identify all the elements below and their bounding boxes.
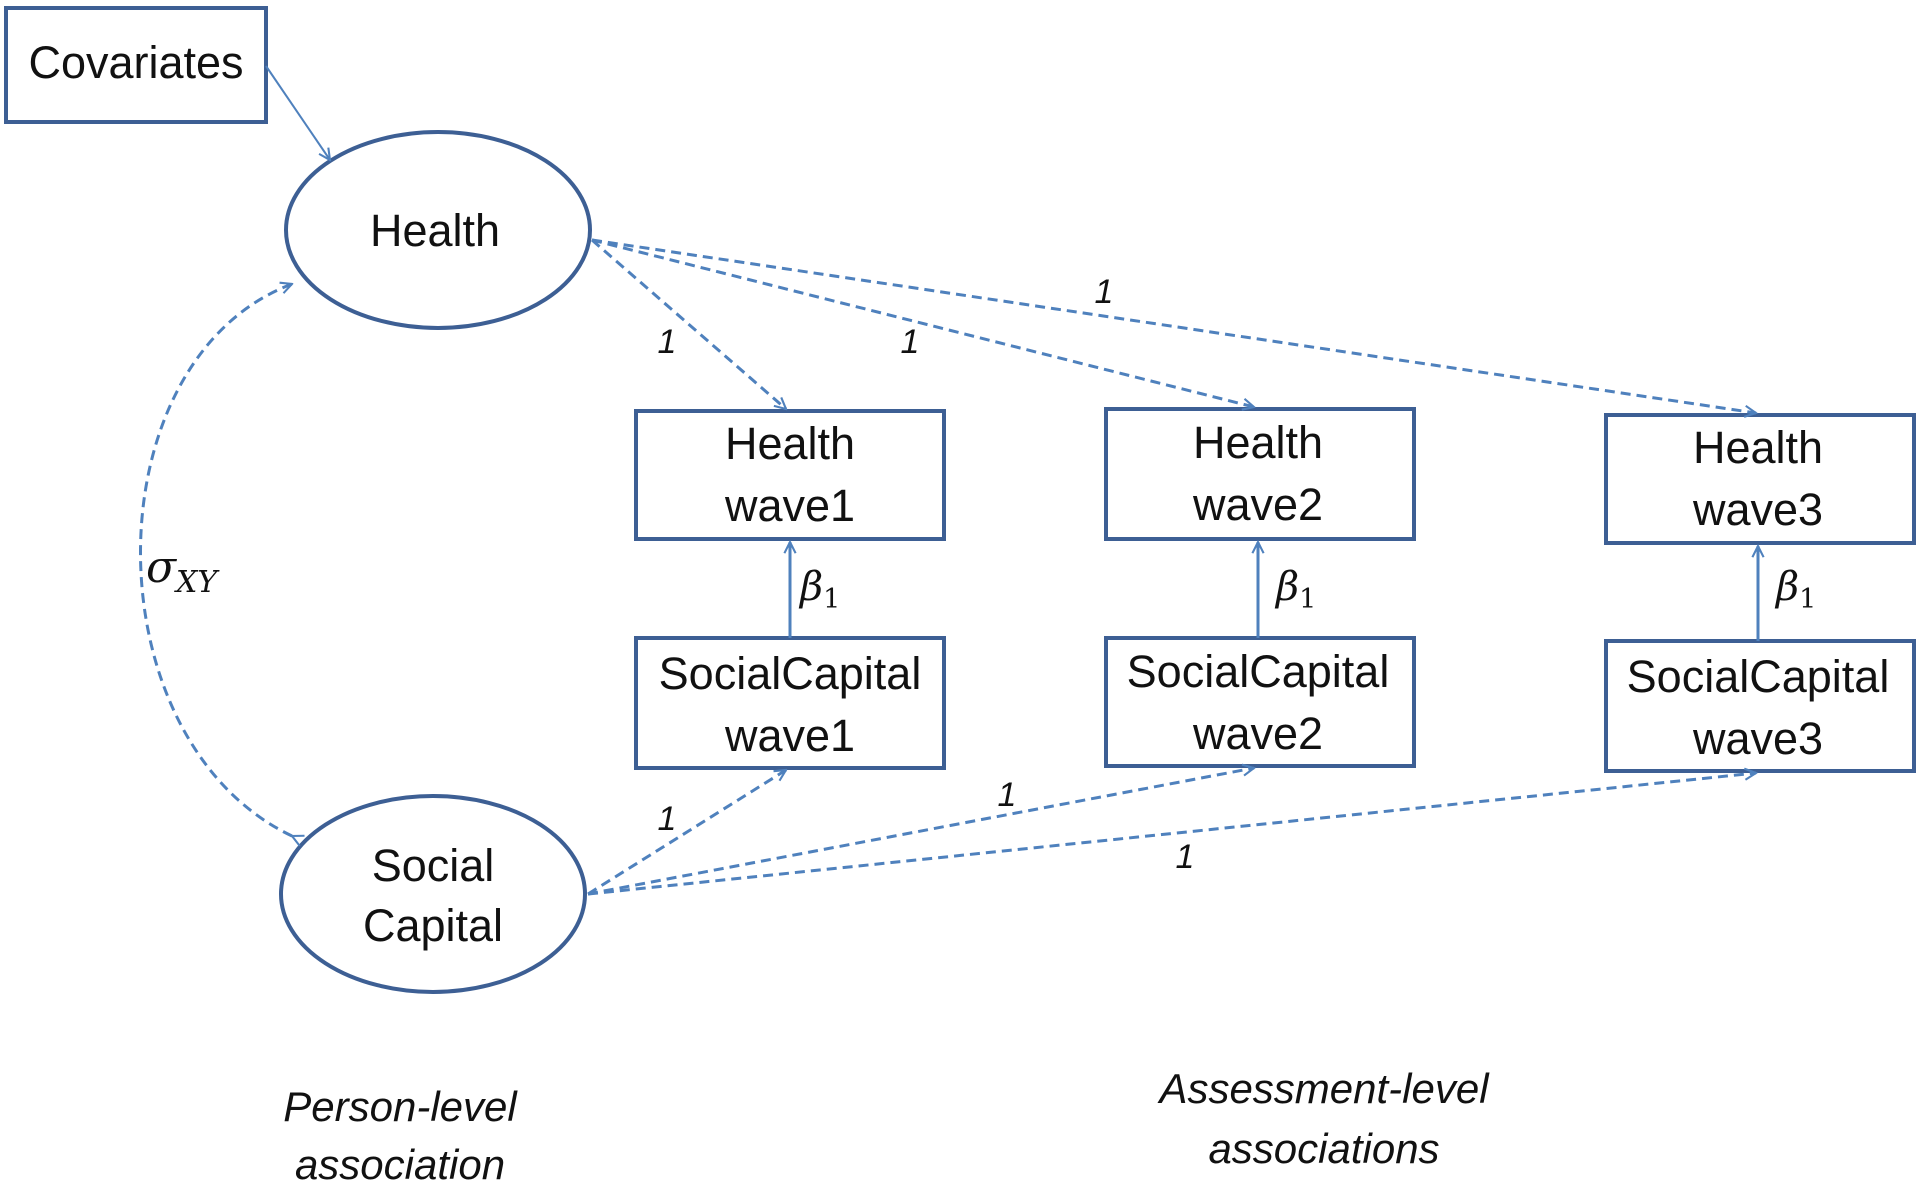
beta-label-wave2: β1 bbox=[1274, 564, 1316, 615]
covariance-arrow bbox=[139, 284, 293, 836]
health-wave1-node: Health wave1 bbox=[634, 409, 946, 541]
loading-label-social-w3: 1 bbox=[1176, 838, 1195, 876]
health-wave3-line1: Health bbox=[1693, 422, 1823, 473]
loading-label-social-w2: 1 bbox=[998, 776, 1017, 814]
social-to-wave2-loading bbox=[587, 768, 1254, 896]
health-wave1-line2: wave1 bbox=[724, 480, 855, 531]
health-wave2-node: Health wave2 bbox=[1104, 407, 1416, 541]
health-wave3-node: Health wave3 bbox=[1604, 413, 1916, 545]
socialcapital-wave3-line2: wave3 bbox=[1692, 713, 1823, 764]
socialcapital-wave3-line1: SocialCapital bbox=[1627, 651, 1890, 702]
social-latent-label-line2: Capital bbox=[363, 900, 503, 951]
health-latent-label: Health bbox=[370, 205, 500, 256]
socialcapital-wave2-line2: wave2 bbox=[1192, 708, 1323, 759]
health-to-wave2-loading bbox=[591, 238, 1254, 407]
socialcapital-wave2-node: SocialCapital wave2 bbox=[1104, 636, 1416, 768]
sigma-xy-label: σXY bbox=[146, 542, 220, 600]
loading-label-health-w3: 1 bbox=[1095, 273, 1114, 311]
health-wave3-line2: wave3 bbox=[1692, 484, 1823, 535]
socialcapital-wave1-line1: SocialCapital bbox=[659, 648, 922, 699]
social-to-wave3-loading bbox=[587, 773, 1756, 896]
health-wave2-line1: Health bbox=[1193, 417, 1323, 468]
social-latent-label-line1: Social bbox=[372, 840, 495, 891]
covariates-label: Covariates bbox=[28, 37, 243, 88]
assessment-level-caption-line1: Assessment-level bbox=[1156, 1065, 1490, 1112]
socialcapital-wave1-line2: wave1 bbox=[724, 710, 855, 761]
socialcapital-wave2-line1: SocialCapital bbox=[1127, 646, 1390, 697]
beta-label-wave1: β1 bbox=[798, 564, 840, 615]
assessment-level-caption-line2: associations bbox=[1208, 1125, 1439, 1172]
health-wave2-line2: wave2 bbox=[1192, 479, 1323, 530]
social-to-wave1-loading bbox=[587, 768, 786, 896]
loading-label-health-w2: 1 bbox=[901, 323, 920, 361]
person-level-caption-line1: Person-level bbox=[283, 1083, 518, 1130]
beta-label-wave3: β1 bbox=[1774, 564, 1816, 615]
health-latent-node: Health bbox=[284, 130, 592, 330]
loading-label-social-w1: 1 bbox=[658, 800, 677, 838]
health-to-wave3-loading bbox=[591, 238, 1756, 413]
covariates-node: Covariates bbox=[4, 6, 268, 124]
covariates-to-health-arrow bbox=[265, 65, 330, 160]
socialcapital-wave1-node: SocialCapital wave1 bbox=[634, 636, 946, 770]
health-to-wave1-loading bbox=[591, 238, 786, 409]
social-capital-latent-node: Social Capital bbox=[279, 794, 587, 994]
health-wave1-line1: Health bbox=[725, 418, 855, 469]
socialcapital-wave3-node: SocialCapital wave3 bbox=[1604, 639, 1916, 773]
person-level-caption-line2: association bbox=[295, 1141, 505, 1185]
loading-label-health-w1: 1 bbox=[658, 323, 677, 361]
